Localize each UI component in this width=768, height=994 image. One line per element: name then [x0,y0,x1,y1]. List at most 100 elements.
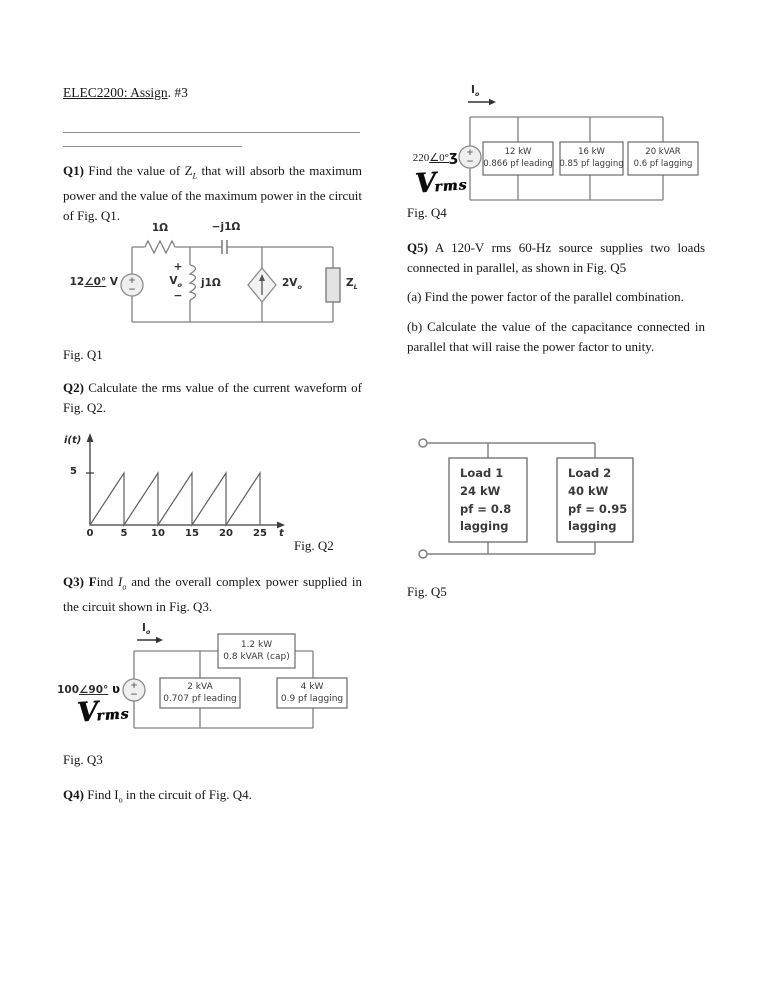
q3-io-subscript: o [122,582,127,592]
q1-label: Q1) [63,163,84,178]
question-5a-text: (a) Find the power factor of the paralle… [407,289,684,304]
horizontal-rule-1 [63,132,360,133]
question-1-text: Q1) Find the value of ZL that will absor… [63,161,362,225]
x-tick-10: 10 [151,528,165,539]
source-angle: ∠0° [84,276,107,288]
load-label: ZL [346,277,358,291]
load1-text: Load 1 24 kW pf = 0.8 lagging [449,458,527,542]
circuit-q5-drawing [418,438,634,559]
circuit-q3-drawing [122,633,348,729]
wires [469,116,664,201]
load-pf: 0.9 pf lagging [280,694,344,704]
source-plus-sign: + [128,276,136,286]
load-pf: 0.6 pf lagging [633,158,693,169]
io-symbol: I [142,622,146,634]
wires [131,246,334,323]
source-minus-sign: − [466,157,474,167]
load-box-1 [482,141,554,176]
q1-zl-subscript: L [192,171,198,181]
load-power: 24 kW [460,483,501,498]
q5-label: Q5) [407,240,428,255]
io-arrowhead [156,636,163,644]
io-arrowhead [489,98,496,106]
source-magnitude: 12 [69,276,85,288]
handwritten-mark: ʒ [449,149,458,165]
vo-label: Vo [154,275,182,290]
x-axis-arrowhead [277,521,285,529]
q3-label: Q3) F [63,574,97,589]
load-name: Load 2 [568,466,612,480]
source-unit: V [109,276,118,288]
load-box-top [217,633,296,669]
q3-body-1: ind [96,574,119,589]
handwritten-rms: rms [433,177,468,196]
q2-label: Q2) [63,380,84,395]
resistor-label: 1Ω [151,222,169,234]
load2-box [556,457,634,543]
load-pf: 0.866 pf leading [483,158,553,169]
x-tick-5: 5 [120,528,128,539]
source-plus-sign: + [466,148,474,158]
load-power: 1.2 kW [240,639,273,650]
capacitor-symbol [221,240,228,254]
handwritten-vrms: Vrms [414,165,468,199]
x-tick-20: 20 [219,528,233,539]
circuit-q1-drawing [120,239,341,323]
source-label: 12∠0° V [57,276,118,289]
question-4-text: Q4) Find Io in the circuit of Fig. Q4. [63,785,362,810]
load-box-2 [559,141,624,176]
handwritten-vrms: Vrms [76,694,130,728]
waveform-chart [86,433,285,529]
io-subscript: o [474,90,480,99]
load-box-top-text: 1.2 kW 0.8 kVAR (cap) [218,634,295,668]
x-tick-0: 0 [86,528,94,539]
dep-subscript: o [297,283,302,292]
load2-text: Load 2 40 kW pf = 0.95 lagging [557,458,633,542]
source-magnitude: 100 [57,684,80,696]
q1-body-1: Find the value of Z [83,163,193,178]
horizontal-rule-2 [63,146,242,147]
load1-box [448,457,528,543]
y-tick-5: 5 [70,466,77,477]
capacitor-label: −j1Ω [211,221,241,233]
vo-plus-sign: + [173,261,183,273]
source-angle: ∠90° [79,684,109,696]
y-axis-label: i(t) [64,435,82,446]
load-name: Load 1 [460,466,504,480]
io-subscript: o [145,628,151,637]
axes [86,440,278,526]
load-pf: 0.8 kVAR (cap) [223,652,290,662]
q1-body-2: that will absorb the maximum power and t… [63,163,362,223]
q4-io-subscript: o [118,795,123,805]
load-pf: pf = 0.8 [460,501,512,516]
q5-body: A 120-V rms 60-Hz source supplies two lo… [407,240,705,275]
figure-q2-waveform: i(t) 5 0 5 10 15 20 25 t [63,428,303,543]
dependent-source-arrowhead [259,274,265,281]
y-axis-arrowhead [86,433,94,442]
wires [427,442,596,555]
load-mode: lagging [568,519,617,534]
io-symbol: I [471,84,475,96]
question-3-text: Q3) Find Io and the overall complex powe… [63,572,362,617]
terminal-top [418,438,428,448]
resistor-symbol [144,239,176,255]
io-label: Io [471,84,480,99]
x-tick-25: 25 [253,528,267,539]
load-mode: lagging [460,519,509,534]
figure-q2-caption: Fig. Q2 [294,538,334,553]
voltage-source-symbol [120,273,144,297]
sawtooth-waveform [89,470,261,528]
dep-coefficient: 2V [282,277,298,289]
source-plus-sign: + [130,681,138,691]
vo-symbol: V [169,275,178,287]
x-axis-label: t [279,528,284,539]
io-label: Io [142,622,151,637]
load-pf: pf = 0.95 [568,501,628,516]
load-power: 12 kW [504,147,532,158]
vo-subscript: o [177,281,182,290]
figure-q1-caption: Fig. Q1 [63,347,103,362]
